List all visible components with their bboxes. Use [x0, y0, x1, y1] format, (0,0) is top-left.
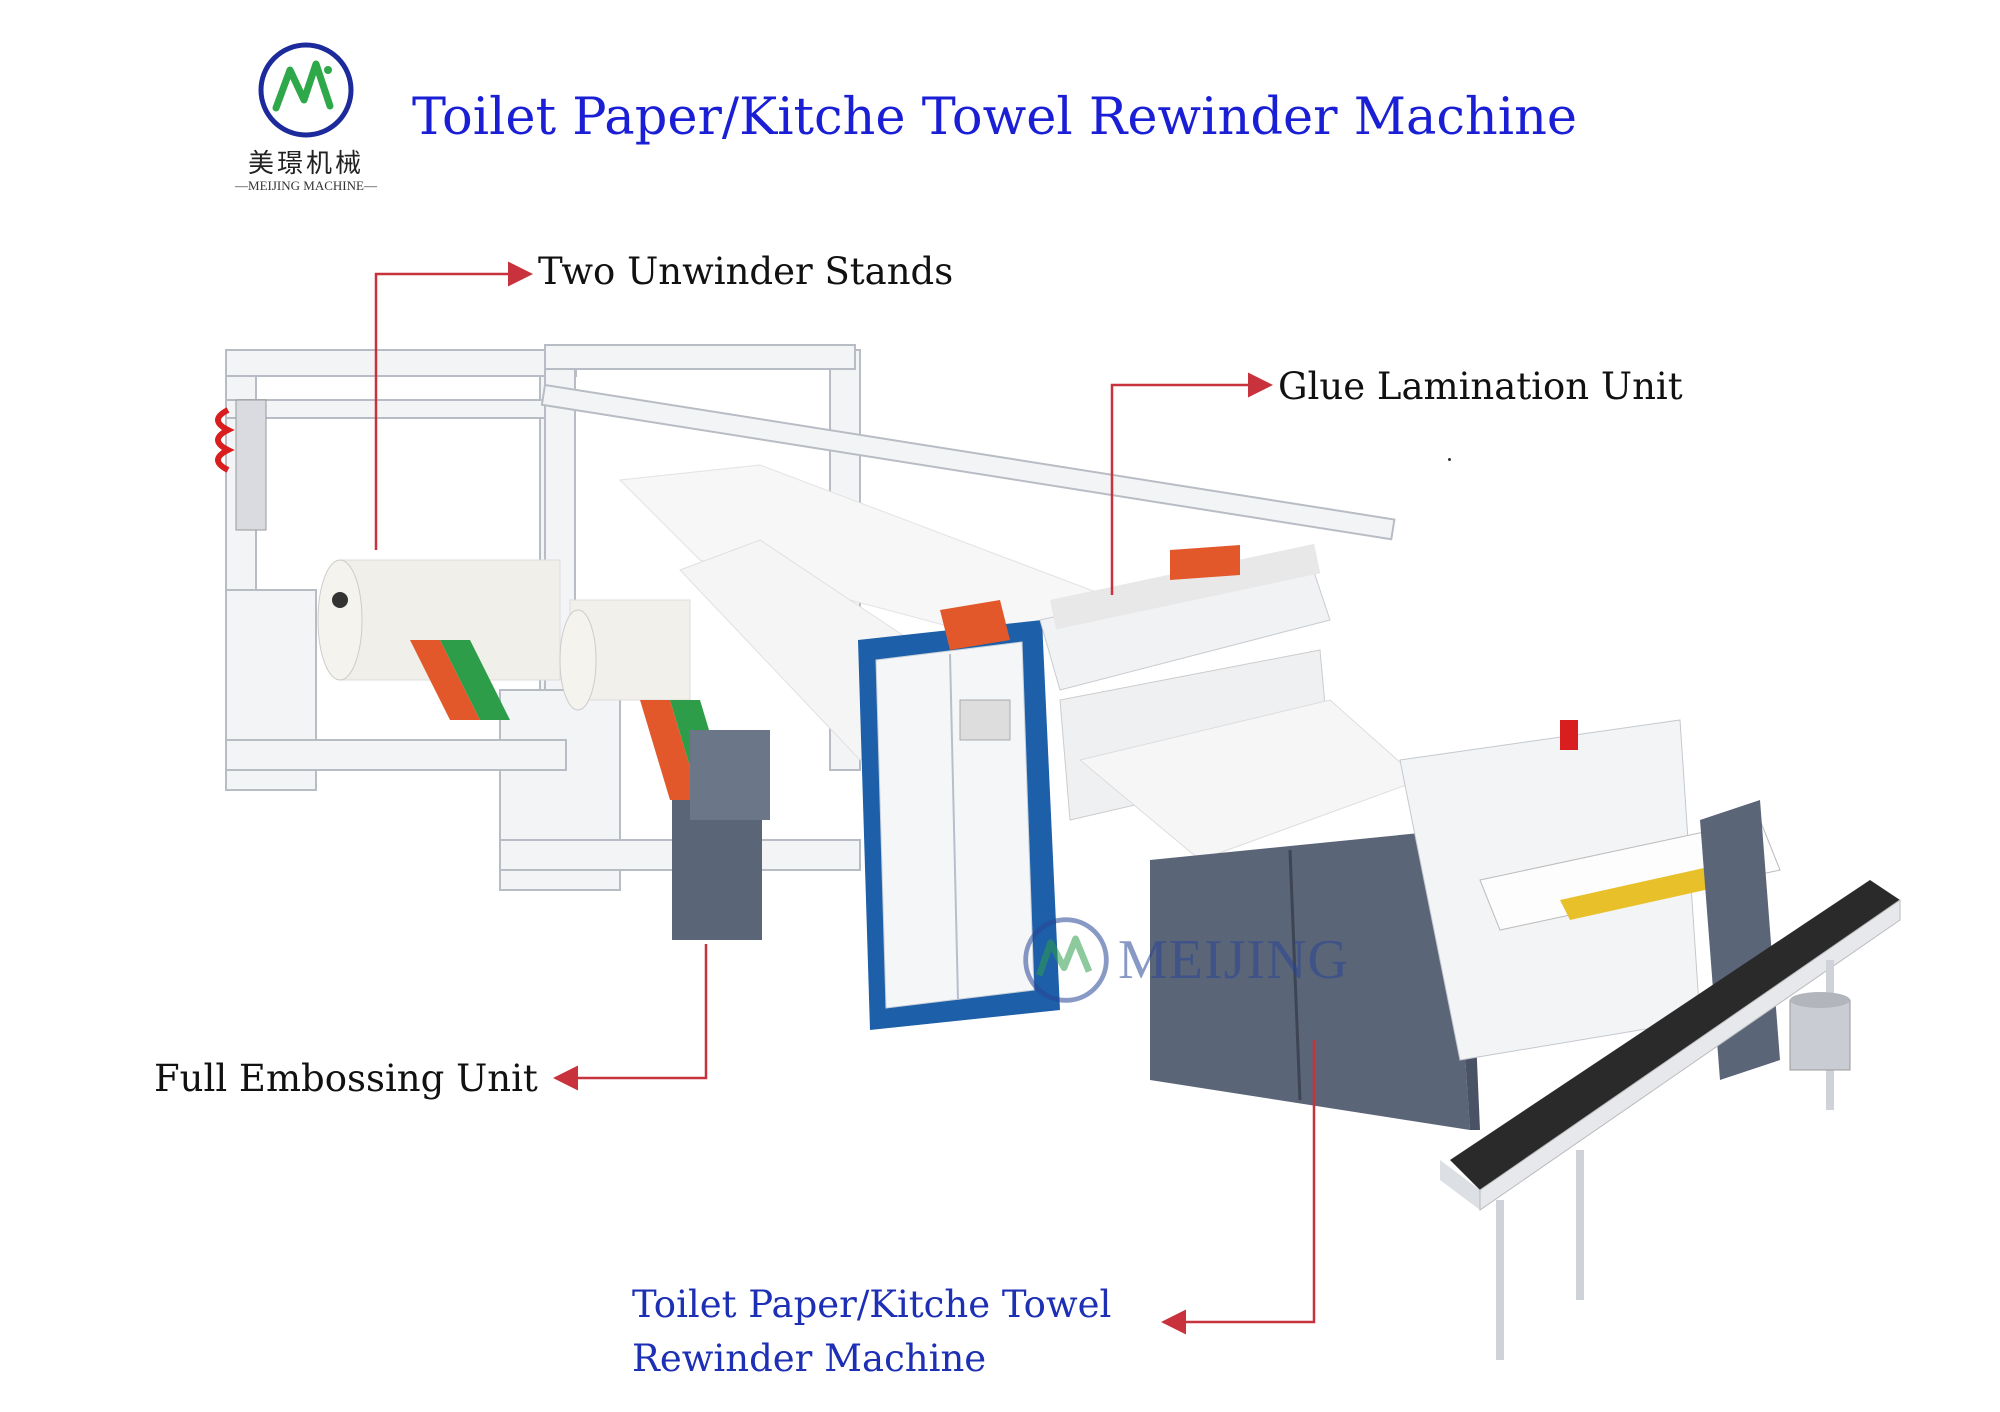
embossing-cabinet	[672, 800, 762, 940]
page-title: Toilet Paper/Kitche Towel Rewinder Machi…	[412, 88, 1578, 147]
callout-label-rewinder: Toilet Paper/Kitche Towel Rewinder Machi…	[632, 1278, 1111, 1386]
callout-label-unwinder: Two Unwinder Stands	[538, 250, 954, 293]
logo-english-name: —MEIJING MACHINE—	[235, 178, 377, 193]
paper-roll	[317, 559, 691, 711]
watermark-logo-icon	[1023, 917, 1109, 1003]
callout-label-glue: Glue Lamination Unit	[1278, 365, 1683, 408]
pneumatic-cylinder	[215, 399, 267, 531]
control-cabinet	[858, 620, 1060, 1030]
watermark: MEIJING	[1118, 929, 1349, 991]
stray-dot	[1448, 458, 1451, 461]
glue-tank	[1789, 992, 1851, 1071]
callout-label-rewinder-line1: Toilet Paper/Kitche Towel	[632, 1283, 1112, 1326]
logo-chinese-name: 美璟机械	[247, 149, 364, 179]
conveyor	[1440, 880, 1901, 1360]
logo-emblem-icon	[258, 42, 354, 138]
company-logo: 美璟机械 —MEIJING MACHINE—	[206, 40, 406, 210]
callout-label-rewinder-line2: Rewinder Machine	[632, 1337, 987, 1380]
callout-label-emboss: Full Embossing Unit	[154, 1057, 538, 1100]
